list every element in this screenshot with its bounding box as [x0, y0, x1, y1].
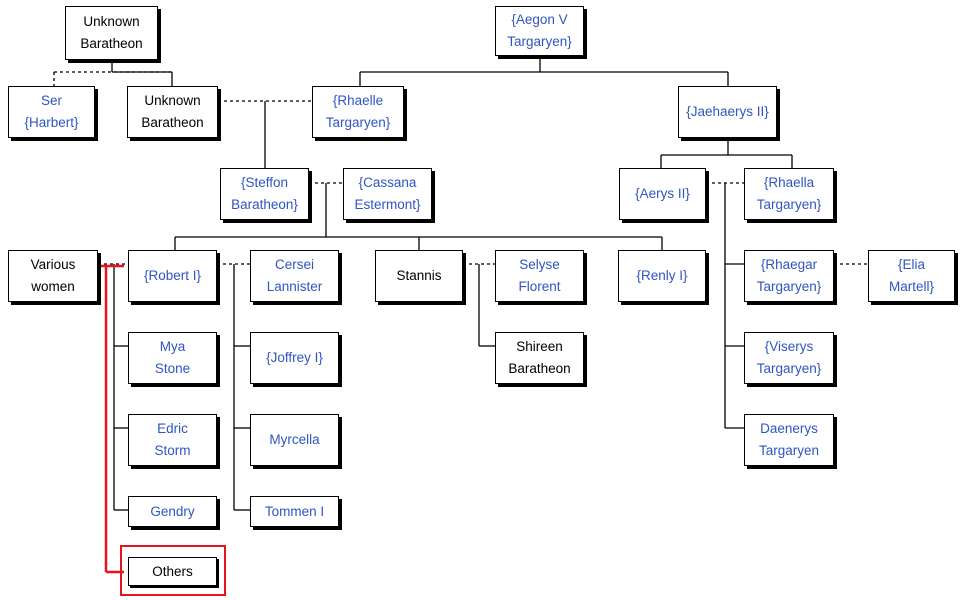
- node-tommen-i[interactable]: Tommen I: [250, 496, 339, 527]
- node-ser-harbert[interactable]: Ser {Harbert}: [8, 86, 95, 138]
- node-edric-storm[interactable]: Edric Storm: [128, 414, 217, 466]
- node-cassana[interactable]: {Cassana Estermont}: [343, 168, 432, 220]
- node-rhaelle[interactable]: {Rhaelle Targaryen}: [312, 86, 404, 138]
- node-joffrey-i[interactable]: {Joffrey I}: [250, 332, 339, 384]
- node-selyse[interactable]: Selyse Florent: [495, 250, 584, 302]
- node-myrcella[interactable]: Myrcella: [250, 414, 339, 466]
- node-mya-stone[interactable]: Mya Stone: [128, 332, 217, 384]
- node-daenerys[interactable]: Daenerys Targaryen: [744, 414, 834, 466]
- node-various-women[interactable]: Various women: [8, 250, 98, 302]
- node-shireen[interactable]: Shireen Baratheon: [495, 332, 584, 384]
- node-rhaella[interactable]: {Rhaella Targaryen}: [744, 168, 834, 220]
- node-gendry[interactable]: Gendry: [128, 496, 217, 527]
- node-rhaegar[interactable]: {Rhaegar Targaryen}: [744, 250, 834, 302]
- others-highlight-box: [120, 545, 226, 596]
- node-unknown-baratheon-2[interactable]: Unknown Baratheon: [127, 86, 218, 138]
- node-stannis[interactable]: Stannis: [375, 250, 463, 302]
- node-elia[interactable]: {Elia Martell}: [868, 250, 955, 302]
- node-aegon-v[interactable]: {Aegon V Targaryen}: [495, 6, 584, 56]
- node-steffon[interactable]: {Steffon Baratheon}: [220, 168, 309, 220]
- node-viserys[interactable]: {Viserys Targaryen}: [744, 332, 834, 384]
- node-jaehaerys-ii[interactable]: {Jaehaerys II}: [678, 86, 777, 138]
- node-cersei[interactable]: Cersei Lannister: [250, 250, 339, 302]
- node-robert-i[interactable]: {Robert I}: [128, 250, 217, 302]
- node-others[interactable]: Others: [128, 557, 217, 586]
- node-unknown-baratheon-1[interactable]: Unknown Baratheon: [65, 6, 158, 60]
- node-renly-i[interactable]: {Renly I}: [618, 250, 706, 302]
- node-aerys-ii[interactable]: {Aerys II}: [619, 168, 706, 220]
